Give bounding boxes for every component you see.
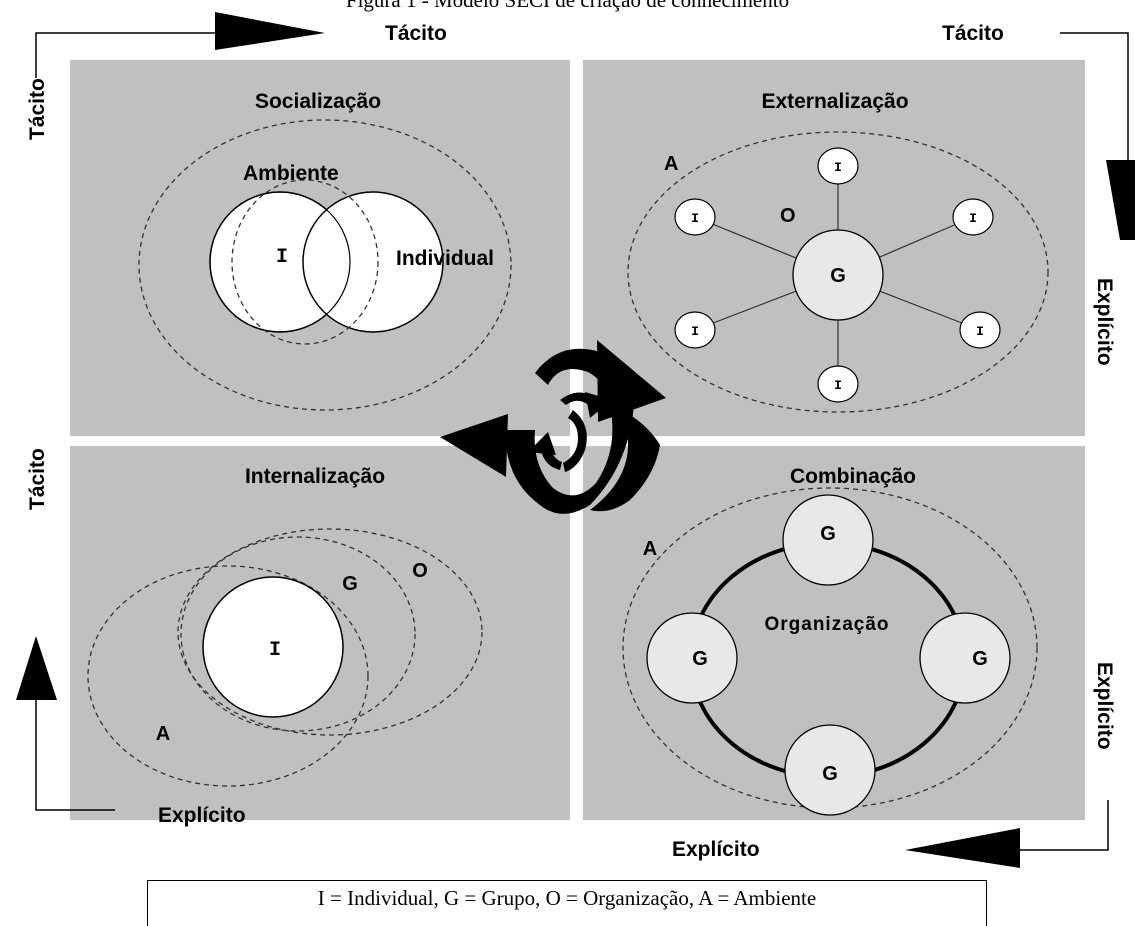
internalizacao-g-label: G [342,573,358,595]
socializacao-i-label: I [276,246,288,269]
quadrant-internalizacao: Internalização G O I A [87,465,483,787]
externalizacao-a-label: A [664,153,678,175]
axis-bottom-left: Explícito [158,804,246,827]
externalizacao-i-label-upper-left: I [691,211,699,226]
axis-bottom-right: Explícito [672,838,760,861]
socializacao-individual-label: Individual [396,247,494,270]
externalizacao-node-g [792,229,884,321]
combinacao-g-label-top: G [820,523,836,545]
combinacao-title: Combinação [790,465,916,488]
externalizacao-ambiente-ellipse [627,131,1049,413]
socializacao-title: Socialização [255,90,381,113]
externalizacao-i-label-bottom: I [834,378,842,393]
combinacao-organizacao-label: Organização [764,614,889,635]
internalizacao-organizacao-ellipse [177,528,483,736]
internalizacao-o-label: O [412,560,428,582]
internalizacao-title: Internalização [245,465,385,488]
figure-caption: Figura 1 - Modelo SECI de criação de con… [345,0,790,12]
combinacao-node-top [782,494,874,586]
externalizacao-g-label: G [830,265,846,287]
axis-top-left: Tácito [385,22,447,45]
combinacao-g-label-left: G [692,648,708,670]
arrow-bottom-icon [905,828,1020,868]
arrow-left-icon [16,636,57,700]
socializacao-circle-overlap-outline [209,191,351,333]
externalizacao-i-label-lower-left: I [691,324,699,339]
combinacao-node-bottom [784,724,876,816]
internalizacao-grupo-ellipse [180,536,416,732]
externalizacao-i-label-upper-right: I [969,211,977,226]
axis-top-right: Tácito [942,22,1004,45]
combinacao-g-label-bottom: G [822,763,838,785]
axis-left-bottom: Tácito [26,448,49,510]
externalizacao-i-label-lower-right: I [976,324,984,339]
externalizacao-i-nodes [674,147,1001,403]
internalizacao-i-label: I [269,639,281,662]
socializacao-dashed-inner [231,179,379,345]
axis-right-bottom: Explícito [1093,662,1116,750]
socializacao-ambiente-label: Ambiente [243,162,339,185]
socializacao-ambiente-ellipse [138,119,512,411]
quadrant-combinacao: Combinação A Organização G G G G [622,465,1038,816]
internalizacao-circle-i [202,576,344,718]
outer-arrow-frame [35,32,1129,851]
socializacao-circle-individual [302,191,444,333]
internalizacao-ambiente-ellipse [87,565,369,787]
combinacao-node-left [646,612,738,704]
internalizacao-a-label: A [156,723,170,745]
axis-right-top: Explícito [1093,278,1116,366]
arrow-top-icon [215,12,325,50]
externalizacao-i-label-top: I [834,160,842,175]
externalizacao-o-label: O [780,205,796,227]
externalizacao-title: Externalização [761,90,908,113]
quadrant-externalizacao: Externalização A O G I [627,90,1049,413]
combinacao-node-right [919,612,1011,704]
central-spiral-icon [440,340,666,514]
axis-left-top: Tácito [26,78,49,140]
quadrant-socializacao: Socialização Ambiente I Individual [138,90,512,411]
combinacao-g-label-right: G [972,648,988,670]
legend-box: I = Individual, G = Grupo, O = Organizaç… [147,880,987,926]
arrow-right-icon [1106,160,1135,240]
combinacao-a-label: A [643,538,657,560]
